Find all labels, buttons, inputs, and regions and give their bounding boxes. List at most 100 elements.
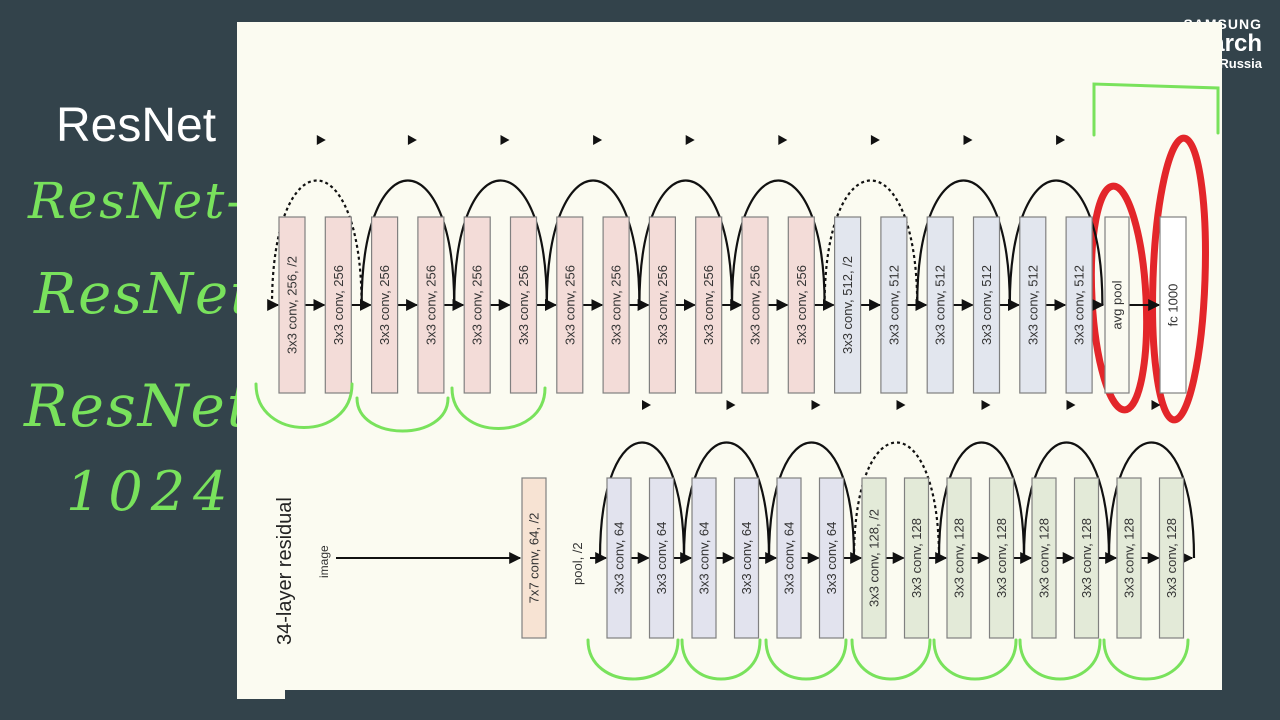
top-conv-block-7: 3x3 conv, 256 xyxy=(556,216,584,394)
top-conv-block-16-label: 3x3 conv, 512 xyxy=(979,265,994,345)
top-conv-block-17: 3x3 conv, 512 xyxy=(1019,216,1047,394)
top-conv-block-3-label: 3x3 conv, 256 xyxy=(377,265,392,345)
top-skip-connection-9-arrowhead xyxy=(1056,135,1066,145)
bottom-skip-connection-4-arrowhead xyxy=(896,400,906,410)
top-skip-connection-2 xyxy=(360,179,456,306)
bottom-conv-block-7-box xyxy=(861,477,887,639)
flow-arrows xyxy=(267,299,1194,564)
bottom-conv-block-14-label: 3x3 conv, 128 xyxy=(1164,518,1179,598)
bottom-skip-connection-1-arrowhead xyxy=(642,400,651,410)
top-conv-block-2: 3x3 conv, 256 xyxy=(324,216,352,394)
logo-russia: Russia xyxy=(1219,56,1262,71)
top-conv-block-14-label: 3x3 conv, 512 xyxy=(886,265,901,345)
top-conv-block-13: 3x3 conv, 512, /2 xyxy=(833,216,862,394)
bottom-skip-connection-2-arrowhead xyxy=(726,400,736,410)
bottom-conv-block-6-box xyxy=(818,477,845,639)
bottom-skip-connection-3-arrowhead xyxy=(811,400,821,410)
top-skip-connection-9 xyxy=(1008,179,1104,306)
top-conv-block-1-label: 3x3 conv, 256, /2 xyxy=(285,256,300,354)
bottom-conv-block-12-label: 3x3 conv, 128 xyxy=(1079,518,1094,598)
pool-label: pool, /2 xyxy=(570,542,585,585)
top-conv-block-14: 3x3 conv, 512 xyxy=(880,216,908,394)
bottom-conv-block-8: 3x3 conv, 128 xyxy=(903,477,930,639)
layer-blocks: 3x3 conv, 256, /2 3x3 conv, 256 3x3 conv, … xyxy=(278,216,1187,639)
top-conv-block-10-label: 3x3 conv, 256 xyxy=(701,265,716,345)
figure-panel-edge xyxy=(237,690,285,699)
top-conv-block-8: 3x3 conv, 256 xyxy=(602,216,630,394)
top-conv-block-6-box xyxy=(509,216,538,394)
top-conv-block-14-box xyxy=(880,216,908,394)
bottom-conv-block-7: 3x3 conv, 128, /2 xyxy=(861,477,887,639)
top-skip-connection-6-arrowhead xyxy=(778,135,788,145)
bottom-conv-block-10-box xyxy=(988,477,1015,639)
top-conv-block-11-box xyxy=(741,216,769,394)
top-conv-block-18-box xyxy=(1065,216,1093,394)
top-conv-block-5: 3x3 conv, 256 xyxy=(463,216,491,394)
bottom-conv-block-5-box xyxy=(776,477,802,639)
green-brace-bottom-4 xyxy=(850,638,932,681)
top-conv-block-9: 3x3 conv, 256 xyxy=(648,216,677,394)
green-annotations xyxy=(254,82,1220,681)
bottom-conv-block-5: 3x3 conv, 64 xyxy=(776,477,802,639)
bottom-conv-block-4-box xyxy=(733,477,760,639)
top-conv-block-4-box xyxy=(417,216,445,394)
top-conv-block-15-box xyxy=(926,216,954,394)
top-conv-block-15-label: 3x3 conv, 512 xyxy=(933,265,948,345)
green-brace-top-1 xyxy=(254,382,354,429)
top-conv-block-4: 3x3 conv, 256 xyxy=(417,216,445,394)
bottom-conv-block-11-label: 3x3 conv, 128 xyxy=(1037,518,1052,598)
bottom-conv7x7-block-label: 7x7 conv, 64, /2 xyxy=(527,513,542,604)
input-label: image xyxy=(317,545,331,578)
top-conv-block-2-label: 3x3 conv, 256 xyxy=(331,265,346,345)
green-brace-bottom-2 xyxy=(680,638,762,681)
top-conv-block-9-box xyxy=(648,216,677,394)
bottom-conv-block-14-box xyxy=(1158,477,1185,639)
green-bracket-head xyxy=(1092,82,1220,137)
avg-pool-block: avg pool xyxy=(1104,216,1130,394)
side-label: 34-layer residual xyxy=(274,497,296,645)
bottom-skip-connection-7-arrowhead xyxy=(1151,400,1161,410)
bottom-skip-connection-5-arrowhead xyxy=(981,400,991,410)
bottom-conv-block-3: 3x3 conv, 64 xyxy=(691,477,717,639)
bottom-conv-block-9: 3x3 conv, 128 xyxy=(946,477,972,639)
top-skip-connection-7-arrowhead xyxy=(870,135,880,145)
bottom-conv-block-9-box xyxy=(946,477,972,639)
bottom-conv-block-3-box xyxy=(691,477,717,639)
bottom-conv-block-9-label: 3x3 conv, 128 xyxy=(952,518,967,598)
bottom-conv-block-4: 3x3 conv, 64 xyxy=(733,477,760,639)
bottom-conv-block-11-box xyxy=(1031,477,1057,639)
avg-pool-block-label: avg pool xyxy=(1110,280,1125,329)
figure-panel xyxy=(237,22,1222,690)
top-conv-block-16-box xyxy=(972,216,1001,394)
top-conv-block-7-label: 3x3 conv, 256 xyxy=(562,265,577,345)
green-brace-bottom-3 xyxy=(764,638,848,681)
fc-block-box xyxy=(1159,216,1187,394)
top-skip-connection-8 xyxy=(916,179,1011,306)
bottom-skip-connection-3 xyxy=(767,441,856,559)
top-conv-block-1-box xyxy=(278,216,306,394)
top-conv-block-3: 3x3 conv, 256 xyxy=(371,216,399,394)
bottom-conv-block-2-label: 3x3 conv, 64 xyxy=(654,522,669,595)
avg-pool-block-box xyxy=(1104,216,1130,394)
top-skip-connection-4-arrowhead xyxy=(593,135,603,145)
top-skip-connection-1-arrowhead xyxy=(316,135,326,145)
top-conv-block-8-label: 3x3 conv, 256 xyxy=(609,265,624,345)
top-conv-block-4-label: 3x3 conv, 256 xyxy=(423,265,438,345)
top-conv-block-2-box xyxy=(324,216,352,394)
bottom-conv-block-10: 3x3 conv, 128 xyxy=(988,477,1015,639)
top-conv-block-12-box xyxy=(787,216,815,394)
green-brace-bottom-7 xyxy=(1102,638,1190,681)
top-conv-block-18-label: 3x3 conv, 512 xyxy=(1072,265,1087,345)
top-conv-block-11: 3x3 conv, 256 xyxy=(741,216,769,394)
green-brace-bottom-6 xyxy=(1018,638,1102,681)
bottom-conv-block-13: 3x3 conv, 128 xyxy=(1116,477,1142,639)
top-skip-connection-3 xyxy=(453,179,548,306)
top-conv-block-10: 3x3 conv, 256 xyxy=(695,216,723,394)
slide-title: ResNet xyxy=(56,99,217,152)
bottom-conv-block-8-label: 3x3 conv, 128 xyxy=(909,518,924,598)
bottom-conv-block-1: 3x3 conv, 64 xyxy=(606,477,632,639)
top-conv-block-12: 3x3 conv, 256 xyxy=(787,216,815,394)
top-conv-block-8-box xyxy=(602,216,630,394)
top-skip-connection-4 xyxy=(545,179,641,306)
